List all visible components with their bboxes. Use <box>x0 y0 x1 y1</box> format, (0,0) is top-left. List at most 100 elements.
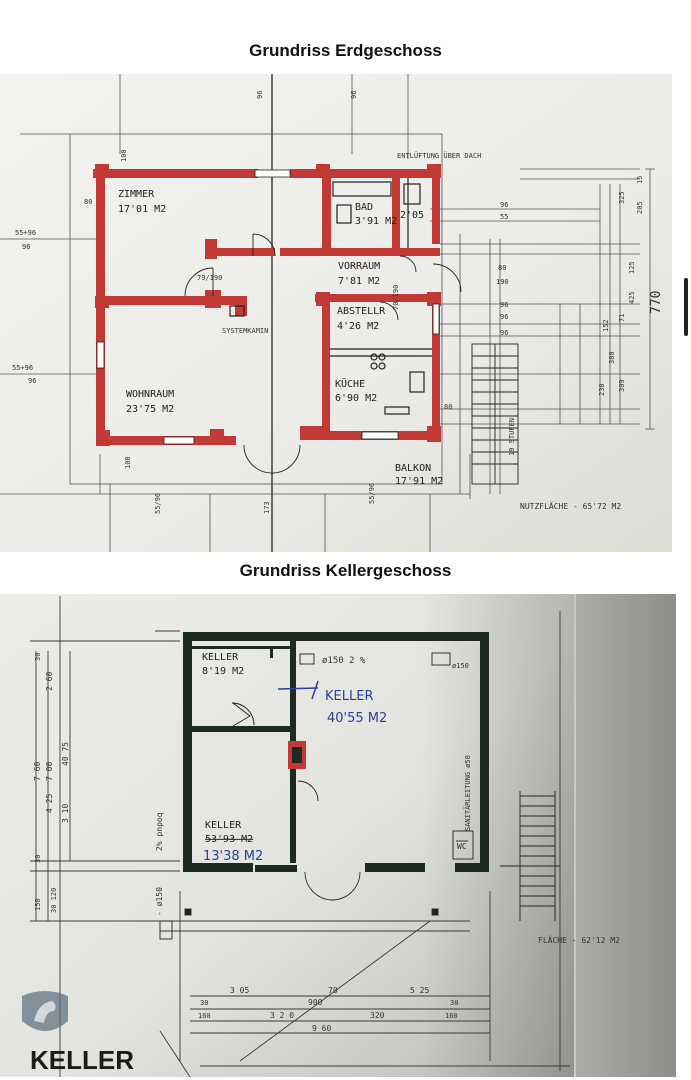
dim-h-305: 3 05 <box>230 986 249 995</box>
note-flaeche: FLÄCHE - 62'12 M2 <box>538 935 620 945</box>
dim-v-30a: 30 <box>34 653 42 661</box>
note-nutzflaeche: NUTZFLÄCHE - 65'72 M2 <box>520 501 621 511</box>
dim-h-320b: 320 <box>370 1011 385 1020</box>
dim-c-309: 309 <box>618 379 626 392</box>
dim-h-900: 900 <box>308 998 323 1007</box>
dim-v-425: 4 25 <box>45 794 54 813</box>
dim-h-525: 5 25 <box>410 986 429 995</box>
dim-v-150: 150 <box>34 898 42 911</box>
dim-h-960: 9 60 <box>312 1024 331 1033</box>
room-area-zimmer: 17'01 M2 <box>118 204 166 215</box>
dim-right-96c: 96 <box>500 313 508 321</box>
dim-right-96d: 96 <box>500 329 508 337</box>
dim-left-80: 80 <box>84 198 92 206</box>
dim-top-100: 100 <box>120 149 128 162</box>
dim-c-380: 380 <box>608 351 616 364</box>
room-area-keller-2: 13'38 M2 <box>203 849 263 864</box>
room-label-bad: BAD <box>355 202 373 213</box>
room-area-wohnraum: 23'75 M2 <box>126 404 174 415</box>
note-ventilation: ENTLÜFTUNG ÜBER DACH <box>397 151 481 160</box>
room-label-keller-2: KELLER <box>205 820 242 831</box>
dim-top-96b: 96 <box>350 91 358 99</box>
dim-bottom-5596b: 55/96 <box>368 483 376 504</box>
dim-left-2b: 96 <box>28 377 36 385</box>
note-pipe-right: ø150 <box>452 662 469 670</box>
room-label-vorraum: VORRAUM <box>338 261 380 272</box>
dim-right-80b: 80 <box>444 403 452 411</box>
dim-bottom-100: 100 <box>124 456 132 469</box>
room-label-balkon: BALKON <box>395 463 431 474</box>
basement-title: Grundriss Kellergeschoss <box>239 561 452 580</box>
dim-top-96a: 96 <box>256 91 264 99</box>
dim-c-205: 205 <box>636 201 644 214</box>
room-area-wc: 2'05 <box>400 210 424 221</box>
handwritten-arrow <box>277 680 319 700</box>
room-label-keller-main: KELLER <box>325 689 373 704</box>
dim-h-160: 160 <box>198 1012 211 1020</box>
outline-lines <box>0 74 655 552</box>
fixtures <box>159 652 474 940</box>
shadow-overlay <box>420 594 676 1077</box>
inner-partitions <box>229 178 432 415</box>
dim-v-310: 3 10 <box>61 804 70 823</box>
dim-door-1: 79/190 <box>197 274 222 282</box>
room-area-kueche: 6'90 M2 <box>335 393 377 404</box>
dim-c-152: 152 <box>602 319 610 332</box>
dim-c-15: 15 <box>636 176 644 184</box>
dim-left-1: 55+96 <box>15 229 36 237</box>
room-label-wc: WC <box>457 842 467 851</box>
note-sanitary: SANITÄRLEITUNG ø50 <box>463 755 472 831</box>
stair-treads <box>471 343 519 485</box>
dim-c-71: 71 <box>618 314 626 322</box>
note-systemkamin: SYSTEMKAMIN <box>222 327 268 335</box>
dim-door-2: 70/190 <box>392 285 400 310</box>
stair-treads <box>500 791 560 921</box>
dim-total-height: 770 <box>649 291 664 314</box>
dim-right-96b: 96 <box>500 301 508 309</box>
door-swings <box>184 233 462 474</box>
room-area-keller-1: 8'19 M2 <box>202 666 244 677</box>
dim-c-325: 325 <box>618 191 626 204</box>
dim-right-80: 80 <box>498 264 506 272</box>
room-label-keller-1: KELLER <box>202 652 239 663</box>
dim-v-760: 7 60 <box>33 762 42 781</box>
room-area-abstellraum: 4'26 M2 <box>337 321 379 332</box>
dim-h-160b: 160 <box>445 1012 458 1020</box>
dim-left-2: 55+96 <box>12 364 33 372</box>
horse-logo-icon <box>22 991 68 1031</box>
dim-right-55: 55 <box>500 213 508 221</box>
room-area-keller-2-old: 53'93 M2 <box>205 834 253 845</box>
dim-h-70: 70 <box>328 986 338 995</box>
ground-floor-plan: ZIMMER 17'01 M2 BAD 3'91 M2 2'05 VORRAUM… <box>0 74 672 552</box>
dim-bottom-5596: 55/96 <box>154 493 162 514</box>
note-slope: 2% pnpoq <box>155 812 164 851</box>
dim-v-275: 40 75 <box>61 742 70 766</box>
dim-h-30b: 30 <box>450 999 458 1007</box>
ground-floor-title: Grundriss Erdgeschoss <box>249 41 442 60</box>
windows <box>96 169 440 445</box>
room-area-keller-main: 40'55 M2 <box>327 711 387 726</box>
room-label-abstellraum: ABSTELLR <box>337 306 386 317</box>
dim-v-30b: 30 <box>34 855 42 863</box>
dim-v-700: 7 00 <box>45 762 54 781</box>
dim-right-190: 190 <box>496 278 509 286</box>
room-area-vorraum: 7'81 M2 <box>338 276 380 287</box>
room-area-bad: 3'91 M2 <box>355 216 397 227</box>
dim-right-96: 96 <box>500 201 508 209</box>
note-pipe-low: - ø150 <box>155 887 164 916</box>
note-pipe: ø150 2 % <box>322 656 366 666</box>
dim-v-120: 30 120 <box>50 888 58 913</box>
dim-c-230: 230 <box>598 383 606 396</box>
dim-left-1b: 96 <box>22 243 30 251</box>
room-label-wohnraum: WOHNRAUM <box>126 389 174 400</box>
outline-lines <box>30 596 570 1077</box>
room-label-kueche: KÜCHE <box>335 377 365 390</box>
room-area-balkon: 17'91 M2 <box>395 476 443 487</box>
page-edge-tab <box>684 278 688 336</box>
dim-c-125: 125 <box>628 261 636 274</box>
dim-c-425: 425 <box>628 291 636 304</box>
dim-h-30a: 30 <box>200 999 208 1007</box>
basement-plan: KELLER 8'19 M2 KELLER 40'55 M2 KELLER 53… <box>0 591 680 1077</box>
dim-bottom-173: 173 <box>263 501 271 514</box>
room-label-zimmer: ZIMMER <box>118 189 155 200</box>
